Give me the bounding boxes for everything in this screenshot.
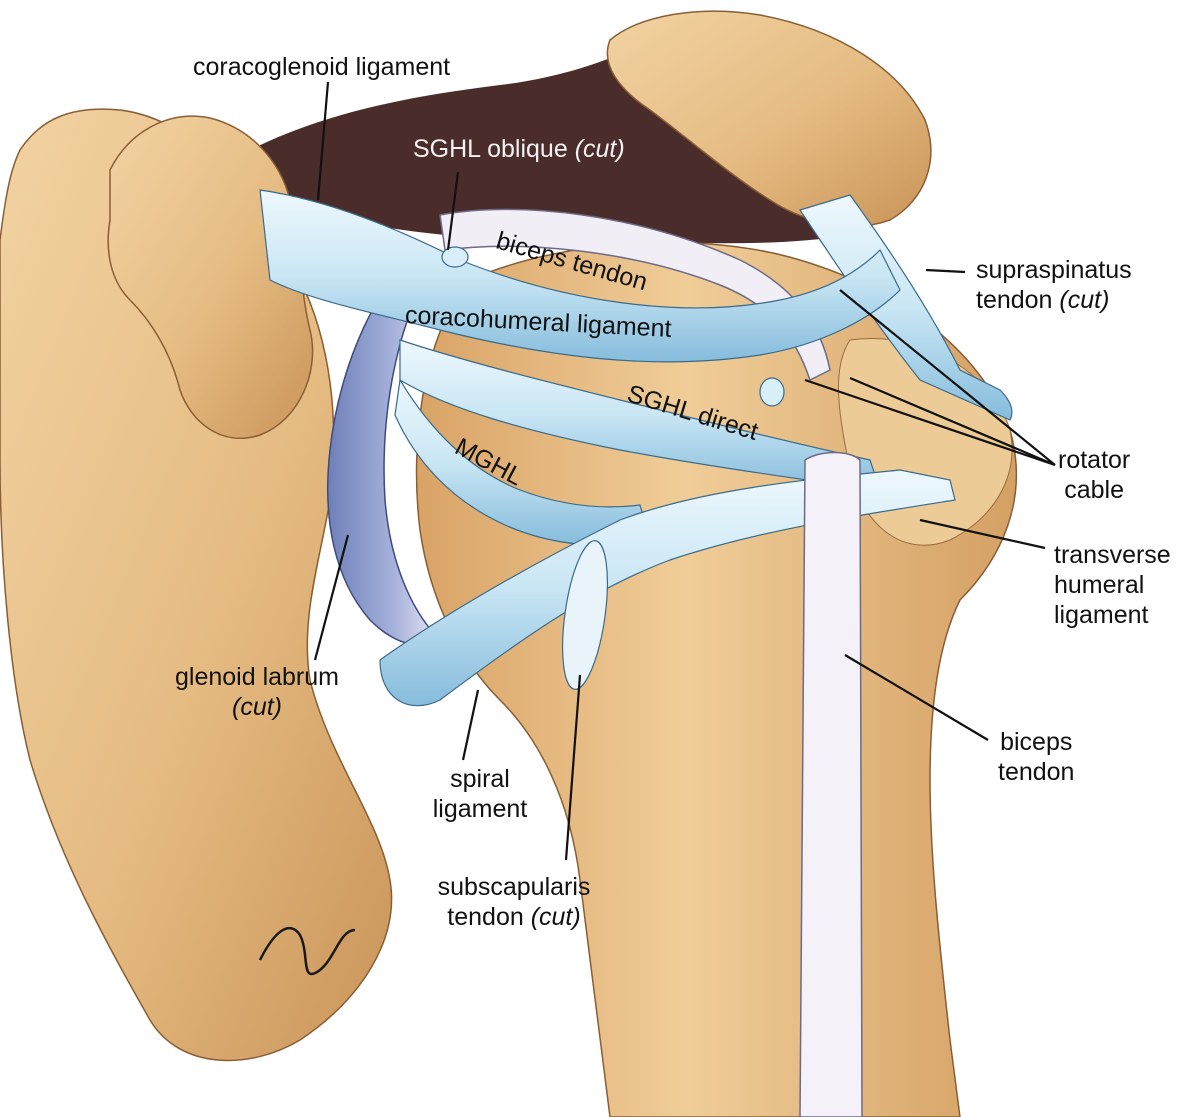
label-sghl-oblique-text: SGHL oblique <box>413 135 568 163</box>
label-transverse-line2: humeral <box>1054 571 1145 599</box>
label-subscapularis-cut: (cut) <box>530 903 581 931</box>
label-supraspinatus-line1: supraspinatus <box>976 256 1132 284</box>
label-subscapularis-tendon-word: tendon <box>447 903 524 931</box>
biceps-tendon-shaft <box>799 451 863 1117</box>
subscapularis-tendon-shape <box>379 469 956 707</box>
label-supraspinatus-tendon-word: tendon <box>976 286 1053 314</box>
rotator-cable-cut-end <box>759 377 785 407</box>
label-rotator-line2: cable <box>1064 476 1125 504</box>
label-sghl-oblique: SGHL oblique (cut) <box>413 134 625 164</box>
label-supraspinatus-line2: tendon (cut) <box>976 285 1132 315</box>
label-transverse-line3: ligament <box>1054 601 1149 629</box>
label-glenoid-cut: (cut) <box>232 693 282 721</box>
label-rotator-cable: rotator cable <box>1058 445 1130 505</box>
label-biceps-tendon-lower: biceps tendon <box>998 727 1074 787</box>
label-subscapularis-tendon: subscapularis tendon (cut) <box>414 872 614 932</box>
label-spiral-line2: ligament <box>432 795 528 823</box>
subscapularis-cut-face <box>562 540 608 690</box>
label-supraspinatus-tendon: supraspinatus tendon (cut) <box>976 255 1132 315</box>
label-spiral-ligament: spiral ligament <box>420 764 540 824</box>
label-spiral-line1: spiral <box>450 765 510 793</box>
label-glenoid-labrum: glenoid labrum (cut) <box>152 662 362 722</box>
label-rotator-line1: rotator <box>1058 446 1131 474</box>
label-supraspinatus-cut: (cut) <box>1059 286 1110 314</box>
label-transverse-line1: transverse <box>1054 541 1171 569</box>
label-coracoglenoid-ligament: coracoglenoid ligament <box>193 53 451 81</box>
label-biceps-lower-line2: tendon <box>998 758 1075 786</box>
biceps-tendon-arc <box>439 208 831 382</box>
label-transverse-humeral-ligament: transverse humeral ligament <box>1054 540 1171 630</box>
acromion-bone <box>606 10 932 227</box>
signature-mark <box>258 926 356 976</box>
leader-lines <box>313 81 1056 861</box>
label-biceps-lower-line1: biceps <box>1000 728 1073 756</box>
label-glenoid-line1: glenoid labrum <box>175 663 339 691</box>
label-subscapularis-line2: tendon (cut) <box>414 902 614 932</box>
label-sghl-oblique-cut: (cut) <box>574 135 625 163</box>
sghl-oblique-cut-end <box>441 246 469 268</box>
label-subscapularis-line1: subscapularis <box>437 873 591 901</box>
